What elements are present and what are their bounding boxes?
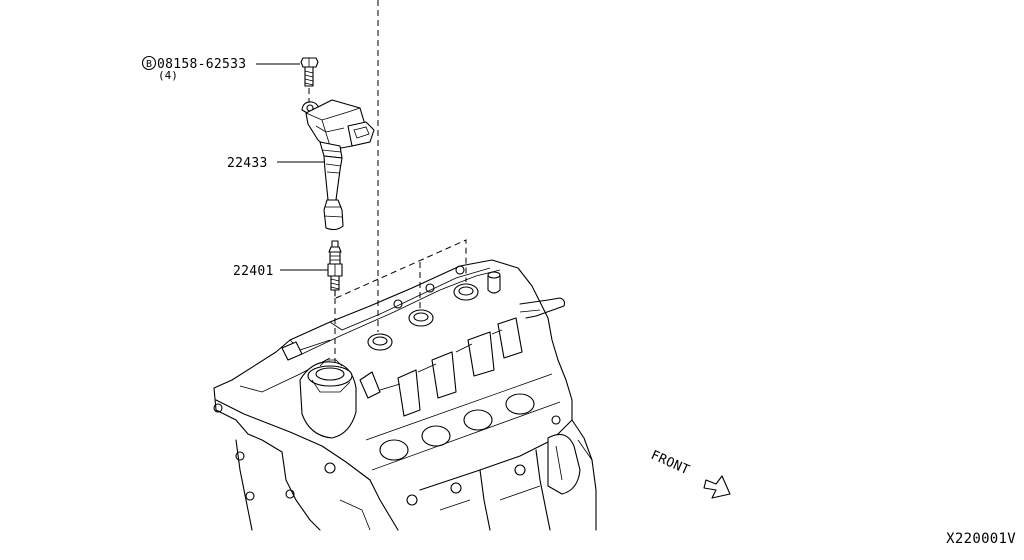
spark-plug-callout[interactable]: 22401 (233, 264, 329, 279)
ignition-coil-part-number: 22433 (227, 156, 268, 171)
front-direction-indicator: FRONT (648, 448, 731, 499)
front-arrow-icon (703, 475, 731, 499)
ignition-coil-callout[interactable]: 22433 (227, 156, 324, 171)
bolt-marker-icon: B (141, 55, 157, 71)
engine-cylinder-head (213, 259, 597, 531)
spark-plug-part-number: 22401 (233, 264, 274, 279)
front-label: FRONT (648, 448, 691, 478)
bolt-callout[interactable]: B 08158-62533 (4) (141, 55, 301, 83)
svg-text:B: B (146, 59, 152, 70)
bolt-part-number: 08158-62533 (157, 57, 246, 72)
bolt (300, 57, 319, 102)
plug-axis-lines (335, 0, 467, 332)
ignition-coil (301, 99, 375, 231)
spark-plug (327, 240, 343, 370)
bolt-quantity: (4) (158, 69, 178, 82)
diagram-code: X220001V (946, 531, 1016, 547)
